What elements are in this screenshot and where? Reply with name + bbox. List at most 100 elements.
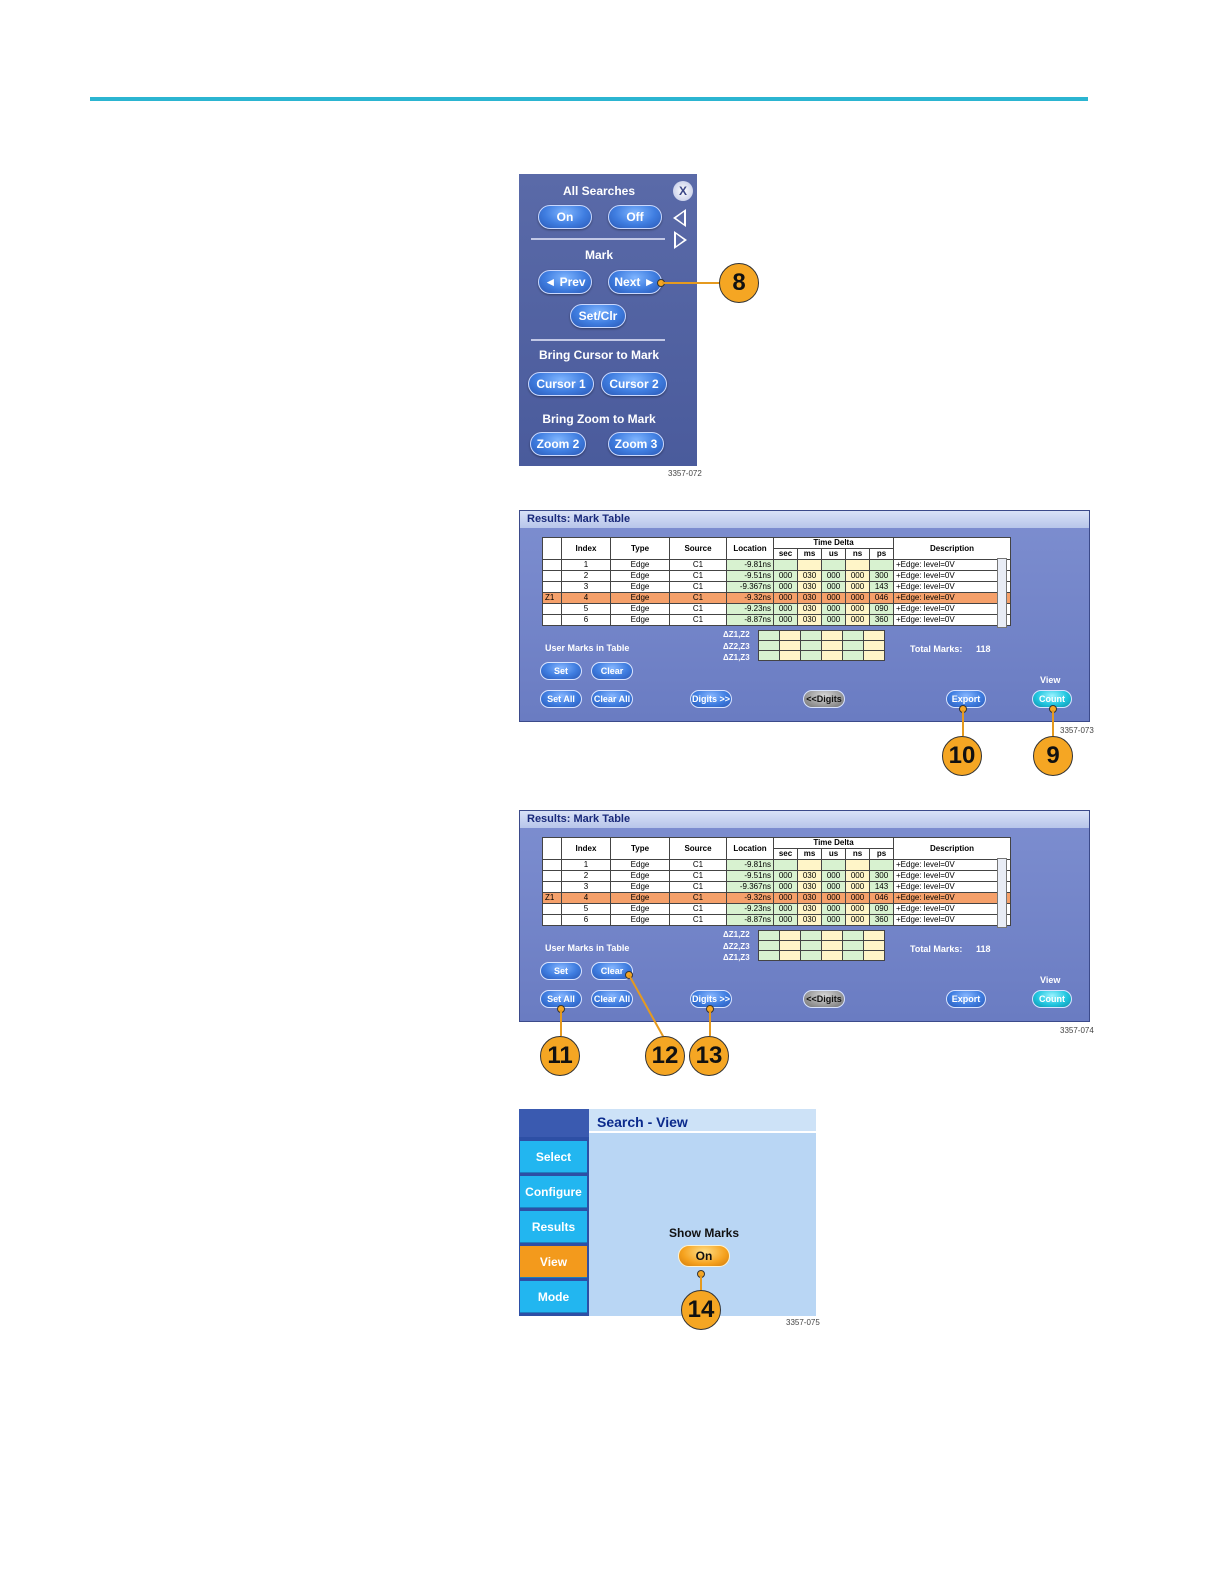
tab-configure[interactable]: Configure xyxy=(520,1176,587,1208)
digits-more-button[interactable]: Digits >> xyxy=(690,690,732,708)
table-cell-d2: 030 xyxy=(797,914,822,926)
zoom2-button[interactable]: Zoom 2 xyxy=(530,432,586,456)
table-cell-location: -9.81ns xyxy=(726,559,774,571)
table-cell-d2: 030 xyxy=(797,614,822,626)
table-cell-location: -9.51ns xyxy=(726,570,774,582)
table-cell-d3: 000 xyxy=(821,581,846,593)
callout-leader xyxy=(1052,710,1054,736)
table-cell-type: Edge xyxy=(610,870,670,882)
table-cell-desc: +Edge: level=0V xyxy=(893,903,1011,915)
clear-button[interactable]: Clear xyxy=(591,962,633,980)
callout-14: 14 xyxy=(681,1290,721,1330)
set-all-button[interactable]: Set All xyxy=(540,690,582,708)
search-view-panel: Search - View Select Configure Results V… xyxy=(519,1109,816,1316)
tab-mode[interactable]: Mode xyxy=(520,1281,587,1313)
bring-zoom-label: Bring Zoom to Mark xyxy=(542,412,656,426)
cursor1-button[interactable]: Cursor 1 xyxy=(528,372,594,396)
table-cell-d2: 030 xyxy=(797,592,822,604)
table-cell-d5: 300 xyxy=(869,870,894,882)
tab-view[interactable]: View xyxy=(520,1246,587,1278)
next-button[interactable]: Next ► xyxy=(608,270,662,294)
tab-select[interactable]: Select xyxy=(520,1141,587,1173)
arrow-left-icon[interactable] xyxy=(673,209,686,227)
count-button[interactable]: Count xyxy=(1032,990,1072,1008)
table-cell-d2: 030 xyxy=(797,870,822,882)
table-scrollbar[interactable] xyxy=(997,858,1007,928)
table-cell-d2: 030 xyxy=(797,881,822,893)
zoom3-button[interactable]: Zoom 3 xyxy=(608,432,664,456)
table-cell-d4: 000 xyxy=(845,592,870,604)
callout-leader xyxy=(962,710,964,736)
searches-on-button[interactable]: On xyxy=(538,205,592,229)
arrow-right-icon[interactable] xyxy=(674,231,687,249)
table-cell-d3: 000 xyxy=(821,903,846,915)
table-cell-d2: 030 xyxy=(797,581,822,593)
table-cell-type: Edge xyxy=(610,614,670,626)
callout-leader xyxy=(709,1010,711,1036)
table-cell-location: -8.87ns xyxy=(726,914,774,926)
table-cell-d1: 000 xyxy=(773,892,798,904)
export-button[interactable]: Export xyxy=(946,990,986,1008)
table-cell-d1 xyxy=(773,559,798,571)
cursor2-button[interactable]: Cursor 2 xyxy=(601,372,667,396)
table-cell-location: -9.32ns xyxy=(726,592,774,604)
mark-table-title: Results: Mark Table xyxy=(520,811,1089,828)
tab-results[interactable]: Results xyxy=(520,1211,587,1243)
table-cell-z xyxy=(542,581,562,593)
mark-table-panel-a: Results: Mark Table Index Type Source Lo… xyxy=(519,510,1090,722)
figure-number: 3357-073 xyxy=(1060,726,1094,735)
all-searches-label: All Searches xyxy=(562,184,636,198)
mark-table: Index Type Source Location Time Delta De… xyxy=(542,837,1011,926)
table-cell-location: -9.51ns xyxy=(726,870,774,882)
table-cell-d5: 143 xyxy=(869,581,894,593)
table-scrollbar[interactable] xyxy=(997,558,1007,628)
export-button[interactable]: Export xyxy=(946,690,986,708)
table-cell-d4: 000 xyxy=(845,603,870,615)
digits-less-button[interactable]: <<Digits xyxy=(803,990,845,1008)
table-cell-d4: 000 xyxy=(845,614,870,626)
table-cell-d4 xyxy=(845,559,870,571)
clear-all-button[interactable]: Clear All xyxy=(591,990,633,1008)
clear-all-button[interactable]: Clear All xyxy=(591,690,633,708)
table-cell-location: -9.81ns xyxy=(726,859,774,871)
close-button[interactable]: X xyxy=(673,181,693,201)
set-button[interactable]: Set xyxy=(540,662,582,680)
clear-button[interactable]: Clear xyxy=(591,662,633,680)
searches-off-button[interactable]: Off xyxy=(608,205,662,229)
set-clr-button[interactable]: Set/Clr xyxy=(570,304,626,328)
table-cell-desc: +Edge: level=0V xyxy=(893,881,1011,893)
show-marks-on-button[interactable]: On xyxy=(678,1245,730,1267)
table-cell-z xyxy=(542,881,562,893)
table-cell-d4 xyxy=(845,859,870,871)
col-description: Description xyxy=(893,837,1011,860)
callout-10: 10 xyxy=(942,736,982,776)
col-location: Location xyxy=(726,837,774,860)
table-cell-d4: 000 xyxy=(845,914,870,926)
table-cell-d1: 000 xyxy=(773,614,798,626)
callout-8: 8 xyxy=(719,263,759,303)
set-button[interactable]: Set xyxy=(540,962,582,980)
digits-less-button[interactable]: <<Digits xyxy=(803,690,845,708)
prev-button[interactable]: ◄ Prev xyxy=(538,270,592,294)
table-cell-desc: +Edge: level=0V xyxy=(893,914,1011,926)
table-cell-index: 3 xyxy=(561,581,611,593)
table-cell-d1: 000 xyxy=(773,903,798,915)
bring-cursor-label: Bring Cursor to Mark xyxy=(538,348,659,362)
table-cell-type: Edge xyxy=(610,881,670,893)
table-cell-d2: 030 xyxy=(797,903,822,915)
table-cell-z: Z1 xyxy=(542,592,562,604)
total-marks-value: 118 xyxy=(976,644,991,654)
table-cell-d5: 360 xyxy=(869,614,894,626)
